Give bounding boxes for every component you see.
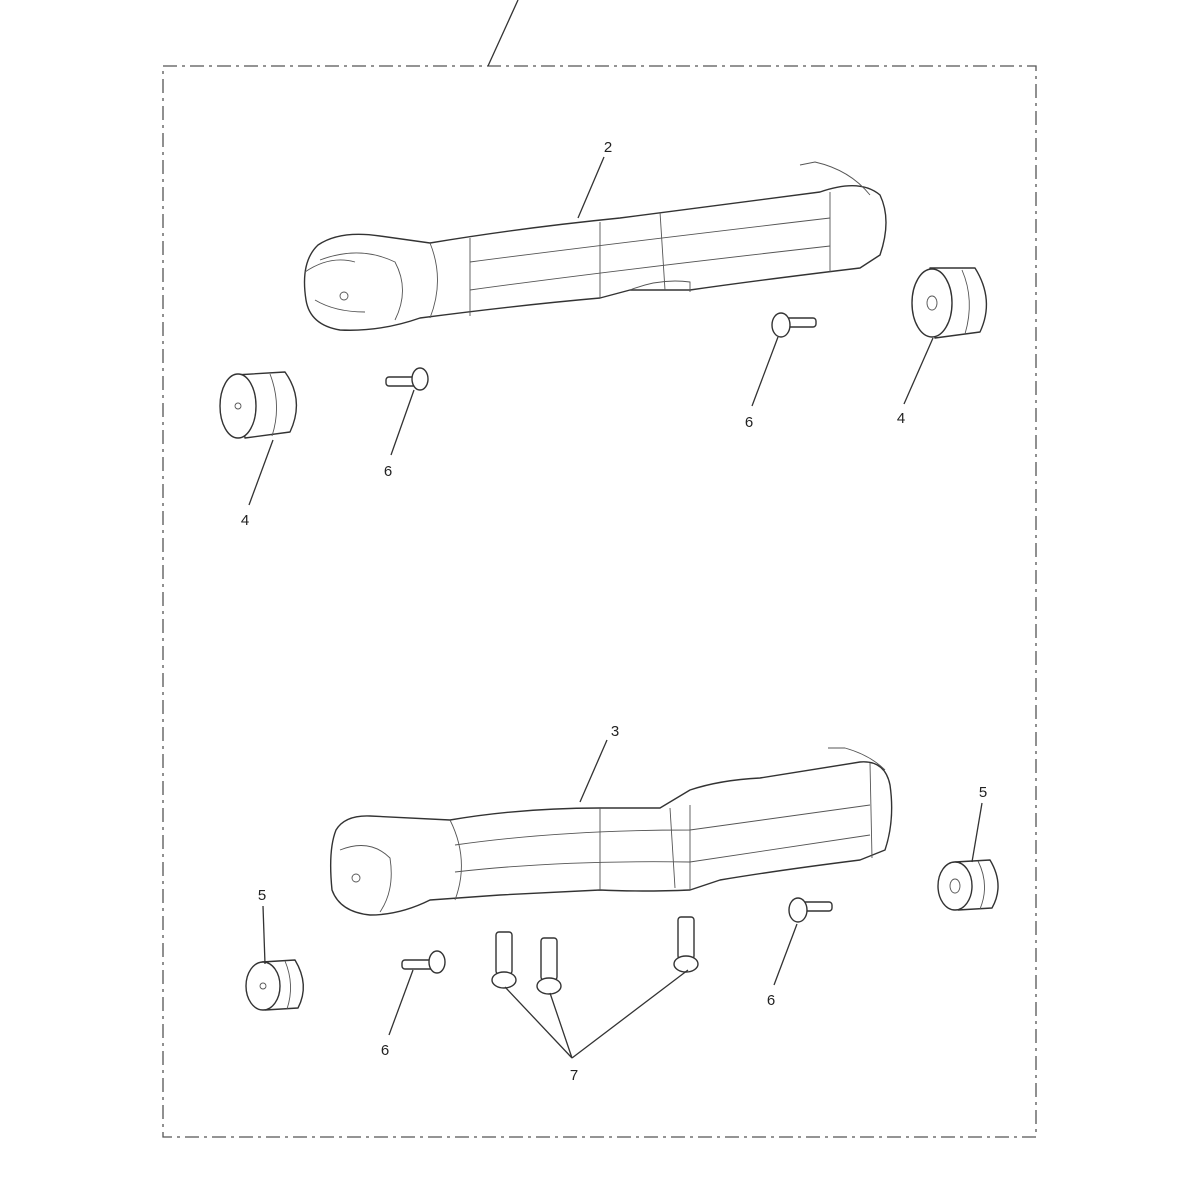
callout-5-right: 5 xyxy=(979,784,987,801)
bolt-2 xyxy=(536,937,562,995)
screw-upper-right xyxy=(771,312,817,338)
end-weight-upper-right xyxy=(911,267,988,339)
end-weight-upper-left xyxy=(219,371,298,439)
callout-3: 3 xyxy=(611,723,619,740)
callout-6-upper-left: 6 xyxy=(384,463,392,480)
callout-6-lower-right: 6 xyxy=(767,992,775,1009)
end-weight-lower-right xyxy=(937,859,999,911)
upper-grip xyxy=(303,161,887,331)
callout-4-left: 4 xyxy=(241,512,249,529)
lower-grip xyxy=(329,747,893,916)
callout-6-lower-left: 6 xyxy=(381,1042,389,1059)
callout-6-upper-right: 6 xyxy=(745,414,753,431)
kit-boundary-frame xyxy=(162,65,1037,1138)
end-weight-lower-left xyxy=(245,959,304,1011)
callout-5-left: 5 xyxy=(258,887,266,904)
callout-7: 7 xyxy=(570,1067,578,1084)
screw-lower-left xyxy=(401,950,446,974)
bolt-1 xyxy=(491,931,517,989)
screw-upper-left xyxy=(385,367,429,391)
leader-lines xyxy=(248,156,983,1059)
callout-2: 2 xyxy=(604,139,612,156)
callout-4-right: 4 xyxy=(897,410,905,427)
kit-leader-line xyxy=(487,0,519,67)
bolt-3 xyxy=(673,916,699,973)
screw-lower-right xyxy=(788,897,833,923)
